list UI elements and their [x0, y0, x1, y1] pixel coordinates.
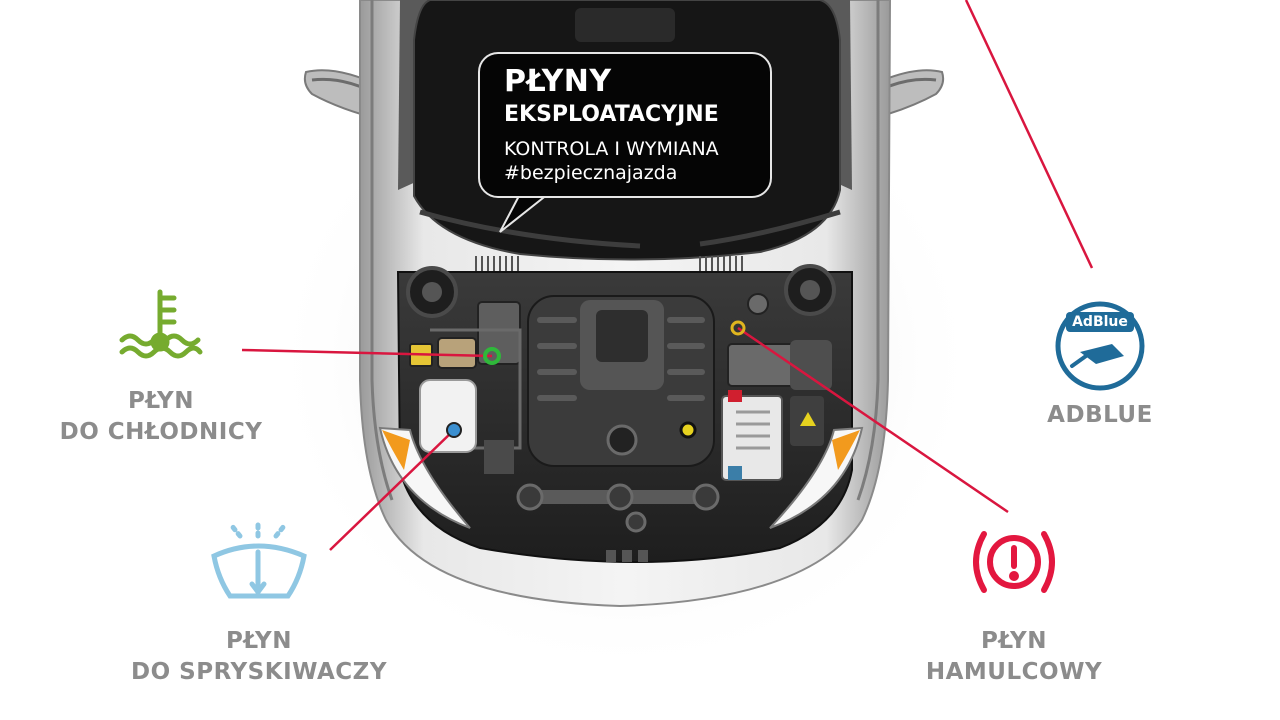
brake-label-line2: HAMULCOWY	[925, 659, 1103, 685]
brake-label: PŁYN HAMULCOWY	[902, 626, 1126, 688]
adblue-badge-text: AdBlue	[1072, 314, 1128, 330]
washer-label-line1: PŁYN	[226, 628, 292, 654]
brake-master-cylinder	[727, 343, 799, 387]
washer-label-line2: DO SPRYSKIWACZY	[131, 659, 387, 685]
headline-title: PŁYNY	[504, 64, 612, 99]
coolant-label-line2: DO CHŁODNICY	[59, 419, 263, 445]
radiator-crossbar	[516, 483, 720, 533]
brake-label-line1: PŁYN	[981, 628, 1047, 654]
grille-mark	[638, 550, 648, 562]
warning-triangle-icon	[800, 412, 816, 426]
adblue-label: ADBLUE	[1030, 400, 1170, 431]
grille-mark	[622, 550, 632, 562]
headline-bubble: PŁYNY EKSPLOATACYJNE KONTROLA I WYMIANA …	[478, 52, 772, 198]
headline-tagline: KONTROLA I WYMIANA	[504, 138, 719, 160]
oil-cap	[679, 421, 697, 439]
coolant-label: PŁYN DO CHŁODNICY	[40, 386, 282, 448]
right-side-panel	[856, 0, 880, 501]
fuse-box	[437, 337, 477, 369]
adblue-pointer-line	[964, 0, 1094, 269]
adblue-icon	[1055, 301, 1145, 391]
washer-label: PŁYN DO SPRYSKIWACZY	[120, 626, 398, 688]
right-headlight	[769, 426, 864, 529]
coolant-label-line1: PŁYN	[128, 388, 194, 414]
abs-unit	[790, 340, 832, 390]
rear-view-mirror	[575, 8, 675, 42]
washer-target-marker	[446, 422, 462, 438]
headline-hashtag: #bezpiecznajazda	[504, 162, 678, 184]
brake-target-marker	[730, 320, 746, 336]
left-strut-bolt	[422, 282, 442, 302]
coolant-target-marker	[483, 347, 501, 365]
filter-housing	[484, 440, 514, 474]
left-wiper	[419, 209, 641, 249]
grille-mark	[606, 550, 616, 562]
coolant-pointer-line	[241, 348, 493, 358]
left-headlight	[378, 426, 471, 529]
brake-pointer-line	[737, 326, 1009, 514]
washer-reservoir	[419, 379, 477, 453]
adblue-label-text: ADBLUE	[1047, 402, 1153, 428]
engine-block	[527, 295, 715, 467]
coolant-temperature-icon	[119, 289, 203, 359]
left-side-panel	[370, 0, 394, 501]
washer-pointer-line	[329, 429, 455, 551]
right-strut-bolt	[800, 280, 820, 300]
headline-subtitle: EKSPLOATACYJNE	[504, 102, 719, 127]
windshield-washer-icon	[211, 521, 307, 599]
bay-bolt	[747, 293, 769, 315]
battery	[721, 390, 783, 481]
brake-warning-icon	[973, 531, 1055, 593]
right-wiper	[699, 209, 841, 247]
